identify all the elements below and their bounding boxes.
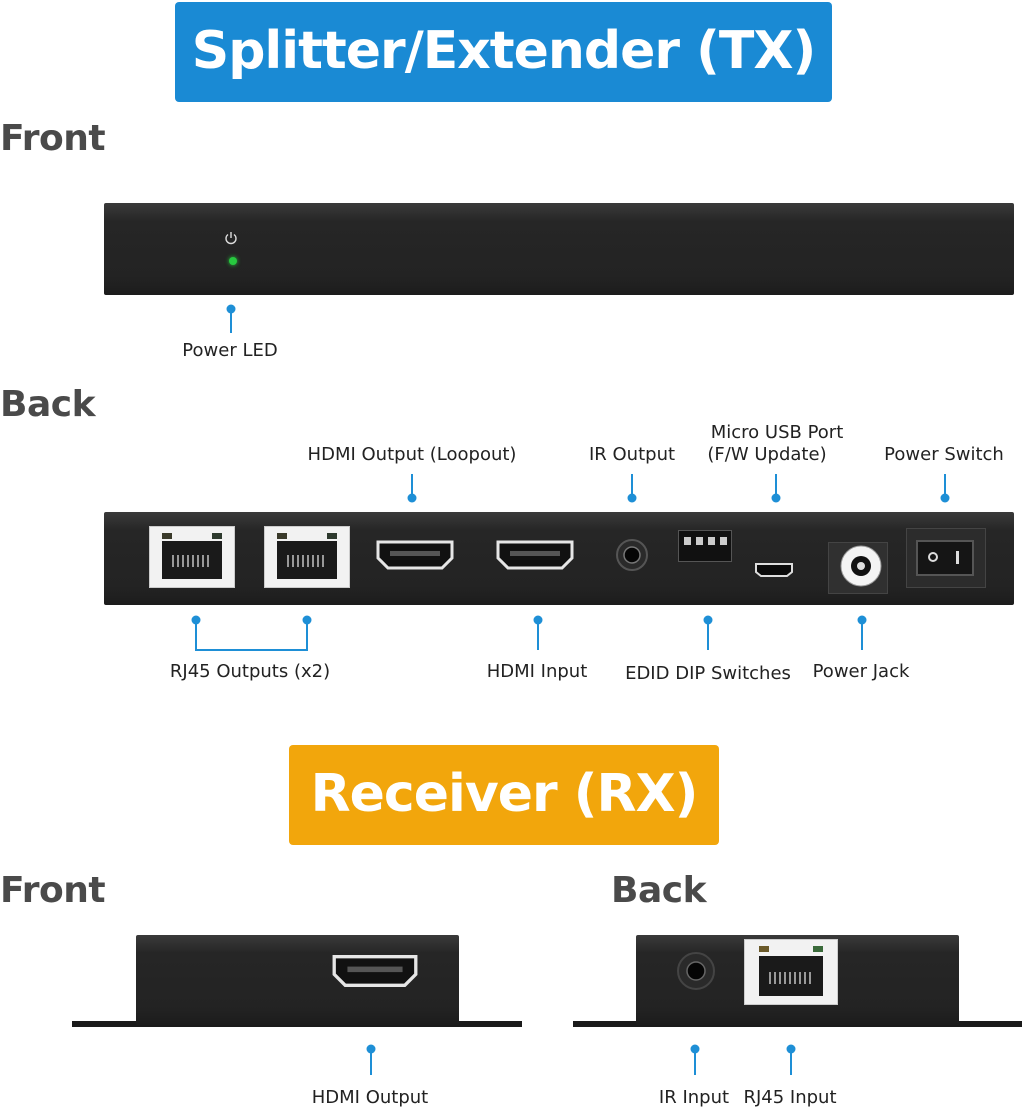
callout-line-rj45-2 xyxy=(306,620,308,650)
label-rx-rj45-input: RJ45 Input xyxy=(743,1087,837,1108)
rx-hdmi-output-port xyxy=(332,955,418,987)
callout-line-rx-rj45-input xyxy=(790,1049,792,1075)
rx-banner: Receiver (RX) xyxy=(289,745,719,845)
callout-line-power-jack xyxy=(861,620,863,650)
rx-rj45-input-port xyxy=(744,939,838,1005)
power-rocker-switch xyxy=(916,540,974,576)
callout-line-hdmi-loopout xyxy=(411,474,413,498)
tx-back-heading: Back xyxy=(0,384,96,425)
tx-front-heading: Front xyxy=(0,118,106,159)
label-ir-output: IR Output xyxy=(588,444,676,465)
callout-line-ir-output xyxy=(631,474,633,498)
label-hdmi-loopout: HDMI Output (Loopout) xyxy=(307,444,517,465)
ir-output-jack xyxy=(616,539,648,571)
rx-front-panel xyxy=(136,935,459,1025)
micro-usb-port xyxy=(755,563,793,577)
callout-line-hdmi-input xyxy=(537,620,539,650)
rx-banner-title: Receiver (RX) xyxy=(310,764,699,824)
label-hdmi-input: HDMI Input xyxy=(486,661,588,682)
power-icon xyxy=(225,232,237,245)
callout-dot-ir-output xyxy=(627,493,637,503)
rx-back-heading: Back xyxy=(611,870,707,911)
label-rx-ir-input: IR Input xyxy=(658,1087,730,1108)
label-rx-hdmi-output: HDMI Output xyxy=(311,1087,429,1108)
label-power-jack: Power Jack xyxy=(812,661,910,682)
tx-banner-title: Splitter/Extender (TX) xyxy=(191,21,816,81)
rx-front-heading: Front xyxy=(0,870,106,911)
rx-back-panel xyxy=(636,935,959,1025)
rj45-output-port-2 xyxy=(264,526,350,588)
label-rj45-outputs: RJ45 Outputs (x2) xyxy=(169,661,331,682)
tx-back-panel xyxy=(104,512,1014,605)
callout-dot-power-switch xyxy=(940,493,950,503)
power-led-indicator xyxy=(229,257,237,265)
callout-dot-micro-usb xyxy=(771,493,781,503)
rj45-output-port-1 xyxy=(149,526,235,588)
tx-front-panel xyxy=(104,203,1014,295)
callout-dot-hdmi-loopout xyxy=(407,493,417,503)
rx-ir-input-jack xyxy=(677,952,715,990)
edid-dip-switch-block xyxy=(678,530,732,562)
label-power-switch: Power Switch xyxy=(884,444,1004,465)
label-micro-usb-line2: (F/W Update) xyxy=(707,444,827,465)
power-jack xyxy=(840,545,882,587)
callout-line-micro-usb xyxy=(775,474,777,498)
label-power-led: Power LED xyxy=(182,340,278,361)
hdmi-input-port xyxy=(496,540,574,570)
callout-line-power-led xyxy=(230,309,232,333)
callout-line-rx-ir-input xyxy=(694,1049,696,1075)
callout-line-power-switch xyxy=(944,474,946,498)
callout-line-rx-hdmi-output xyxy=(370,1049,372,1075)
label-edid-dip: EDID DIP Switches xyxy=(625,663,791,684)
tx-banner: Splitter/Extender (TX) xyxy=(175,2,832,102)
label-micro-usb-line1: Micro USB Port xyxy=(710,422,844,443)
callout-line-edid-dip xyxy=(707,620,709,650)
callout-line-rj45-1 xyxy=(195,620,197,650)
callout-bracket-rj45 xyxy=(195,649,308,651)
hdmi-loopout-port xyxy=(376,540,454,570)
